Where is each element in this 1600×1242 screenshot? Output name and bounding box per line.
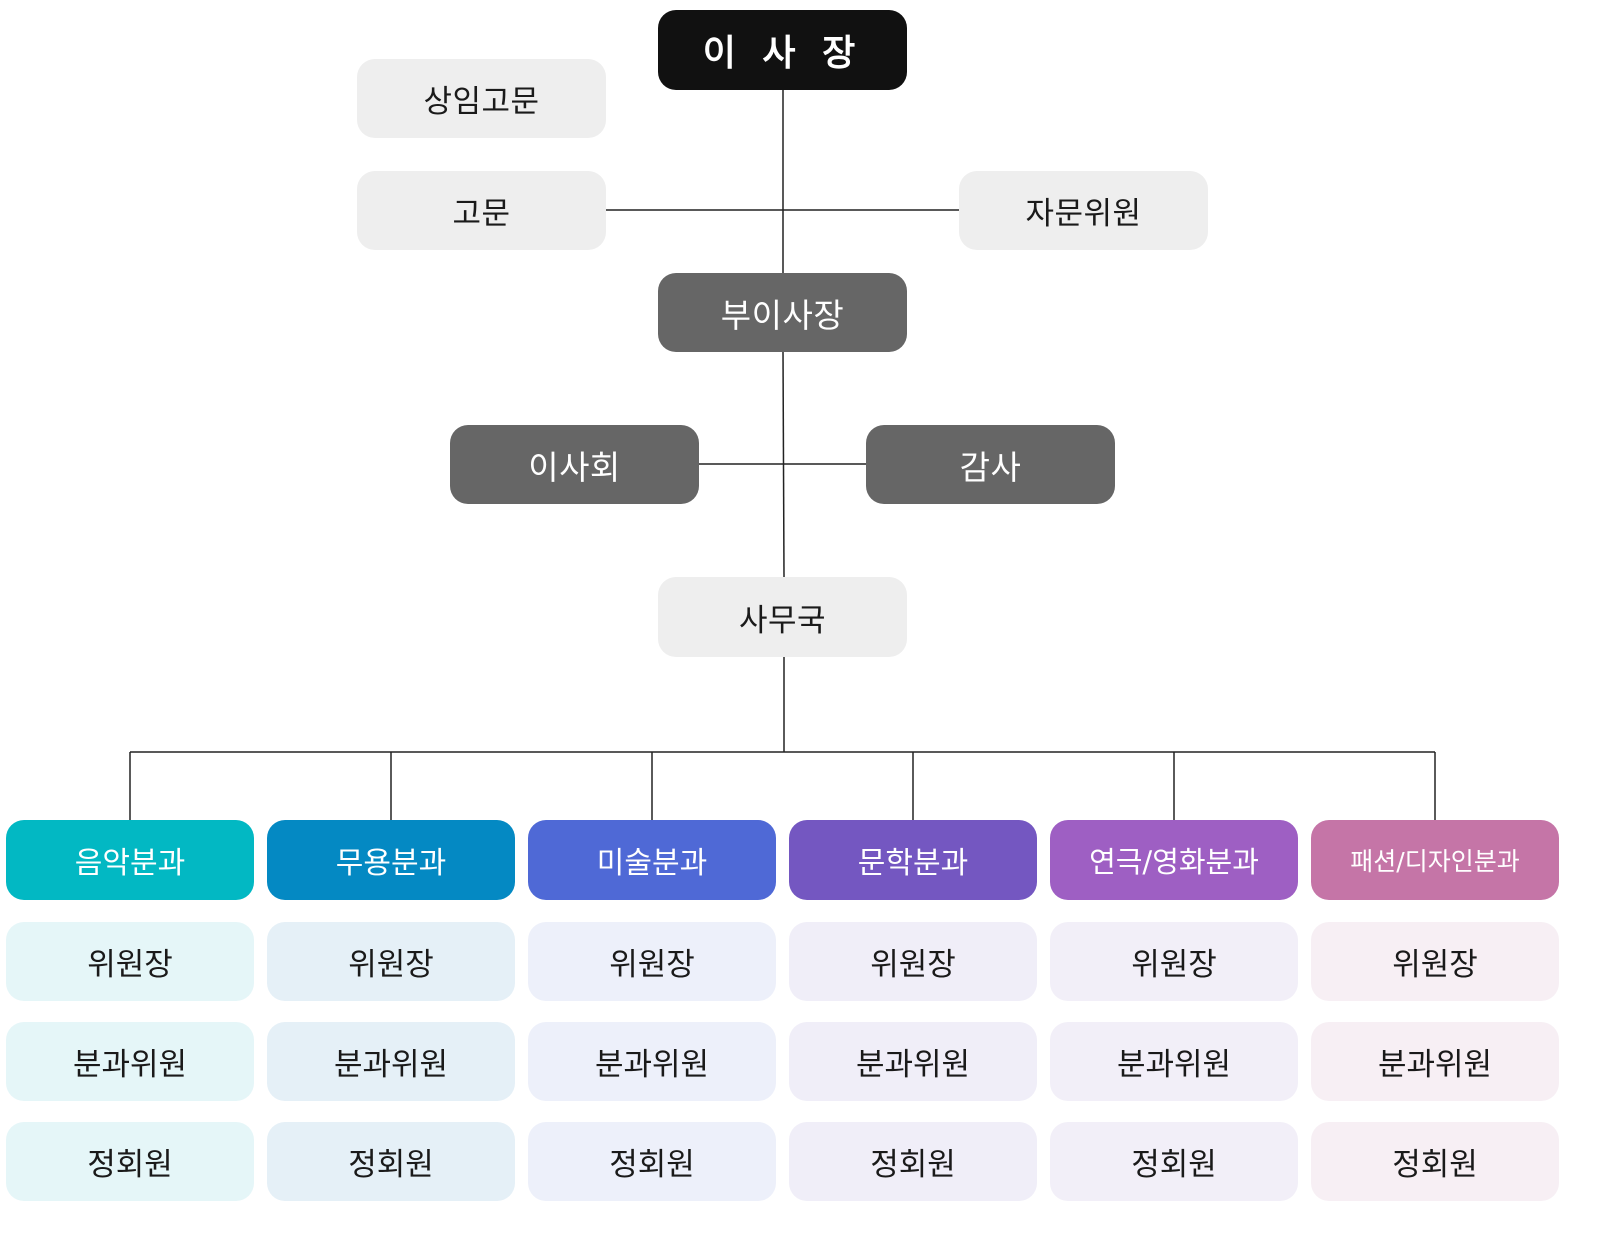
fashion-design-committee-member: 분과위원 bbox=[1311, 1022, 1559, 1101]
auditor-box: 감사 bbox=[866, 425, 1115, 504]
theater-film-regular-member: 정회원 bbox=[1050, 1122, 1298, 1201]
literature-chair: 위원장 bbox=[789, 922, 1037, 1001]
music-committee-member: 분과위원 bbox=[6, 1022, 254, 1101]
literature-committee-member: 분과위원 bbox=[789, 1022, 1037, 1101]
vice-chairman-box: 부이사장 bbox=[658, 273, 907, 352]
fashion-design-regular-member: 정회원 bbox=[1311, 1122, 1559, 1201]
art-chair: 위원장 bbox=[528, 922, 776, 1001]
dance-regular-member: 정회원 bbox=[267, 1122, 515, 1201]
department-theater-film: 연극/영화분과 bbox=[1050, 820, 1298, 900]
fashion-design-chair: 위원장 bbox=[1311, 922, 1559, 1001]
dance-chair: 위원장 bbox=[267, 922, 515, 1001]
art-committee-member: 분과위원 bbox=[528, 1022, 776, 1101]
theater-film-committee-member: 분과위원 bbox=[1050, 1022, 1298, 1101]
department-literature: 문학분과 bbox=[789, 820, 1037, 900]
department-music: 음악분과 bbox=[6, 820, 254, 900]
music-chair: 위원장 bbox=[6, 922, 254, 1001]
department-art: 미술분과 bbox=[528, 820, 776, 900]
consultant-box: 자문위원 bbox=[959, 171, 1208, 250]
secretariat-box: 사무국 bbox=[658, 577, 907, 657]
standing-advisor-box: 상임고문 bbox=[357, 59, 606, 138]
music-regular-member: 정회원 bbox=[6, 1122, 254, 1201]
board-box: 이사회 bbox=[450, 425, 699, 504]
chairman-box: 이 사 장 bbox=[658, 10, 907, 90]
dance-committee-member: 분과위원 bbox=[267, 1022, 515, 1101]
literature-regular-member: 정회원 bbox=[789, 1122, 1037, 1201]
department-dance: 무용분과 bbox=[267, 820, 515, 900]
art-regular-member: 정회원 bbox=[528, 1122, 776, 1201]
theater-film-chair: 위원장 bbox=[1050, 922, 1298, 1001]
advisor-box: 고문 bbox=[357, 171, 606, 250]
department-fashion-design: 패션/디자인분과 bbox=[1311, 820, 1559, 900]
